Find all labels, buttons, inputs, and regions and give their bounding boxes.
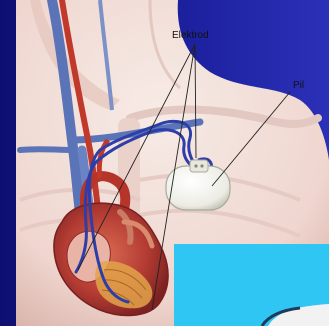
electrode-label: Elektrod <box>172 30 209 41</box>
left-vein <box>20 149 72 150</box>
battery-label: Pil <box>293 80 304 91</box>
